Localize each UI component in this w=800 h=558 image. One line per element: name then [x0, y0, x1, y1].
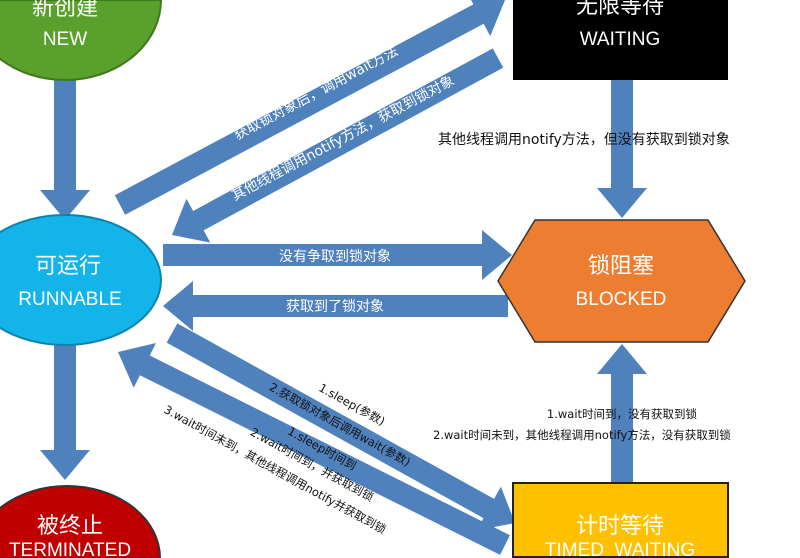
- node-runnable-cn: 可运行: [35, 254, 101, 279]
- node-terminated: 被终止 TERMINATED: [0, 485, 162, 558]
- arrow-runnable-to-blocked: [163, 230, 512, 280]
- node-terminated-cn: 被终止: [37, 514, 103, 539]
- arrow-waiting-to-runnable: [172, 48, 504, 243]
- arrow-blocked-to-runnable: [163, 281, 508, 331]
- arrows: [40, 0, 647, 555]
- arrow-timed-waiting-to-blocked: [597, 344, 647, 483]
- arrow-runnable-to-waiting: [114, 0, 505, 215]
- node-runnable-en: RUNNABLE: [18, 289, 121, 310]
- arrow-timed-waiting-to-runnable: [118, 343, 510, 555]
- node-runnable: 可运行 RUNNABLE: [0, 214, 162, 346]
- node-timed-waiting-en: TIMED_WAITING: [545, 540, 695, 558]
- node-new: 新创建 NEW: [0, 0, 163, 81]
- arrow-new-to-runnable: [40, 80, 90, 220]
- node-blocked-cn: 锁阻塞: [588, 254, 654, 279]
- arrow-runnable-to-timed-waiting: [166, 323, 515, 531]
- node-timed-waiting-cn: 计时等待: [576, 514, 664, 539]
- node-blocked-en: BLOCKED: [576, 289, 667, 310]
- node-terminated-en: TERMINATED: [9, 540, 131, 558]
- node-new-cn: 新创建: [32, 0, 98, 21]
- node-waiting: 无限等待 WAITING: [513, 0, 728, 80]
- label-runnable-to-blocked: 没有争取到锁对象: [279, 249, 391, 265]
- label-waiting-to-blocked: 其他线程调用notify方法，但没有获取到锁对象: [438, 132, 730, 148]
- node-timed-waiting: 计时等待 TIMED_WAITING: [512, 482, 729, 558]
- label-blocked-to-runnable: 获取到了锁对象: [286, 299, 384, 315]
- label-timed-to-blocked-1: 1.wait时间到，没有获取到锁: [547, 407, 698, 421]
- arrow-waiting-to-blocked: [597, 80, 647, 218]
- arrow-runnable-to-terminated: [40, 345, 90, 480]
- node-waiting-cn: 无限等待: [576, 0, 664, 19]
- node-blocked: 锁阻塞 BLOCKED: [497, 219, 746, 343]
- node-new-en: NEW: [43, 29, 87, 50]
- node-waiting-en: WAITING: [580, 29, 661, 50]
- label-timed-to-blocked-2: 2.wait时间未到，其他线程调用notify方法，没有获取到锁: [433, 428, 731, 442]
